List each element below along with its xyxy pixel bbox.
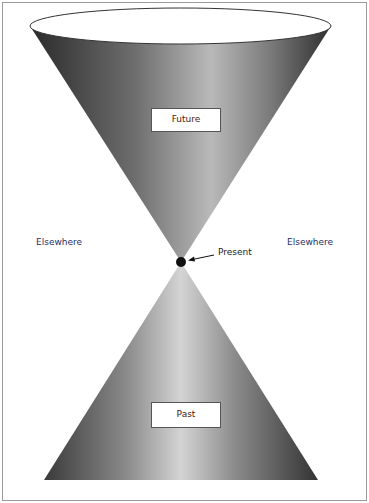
region-label: Elsewhere [287, 238, 333, 248]
present-dot [176, 257, 186, 267]
leader-arrowhead [188, 257, 195, 262]
past-cone [44, 262, 318, 480]
region-label: Elsewhere [36, 238, 82, 248]
cone-rim [30, 8, 331, 44]
region-label: Present [218, 248, 252, 258]
region-name: Future [172, 115, 201, 125]
region-name: Past [177, 410, 196, 420]
future-cone [30, 26, 331, 262]
label-box: Past [151, 402, 221, 428]
frame [3, 3, 367, 501]
label-box: Future [151, 108, 221, 132]
